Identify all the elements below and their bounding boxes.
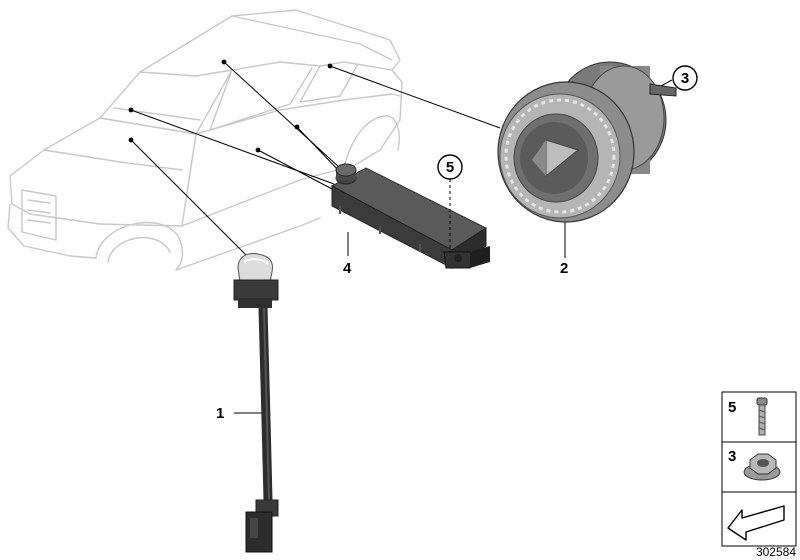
leader-line-speaker: [329, 65, 501, 129]
callout-5: 5: [437, 154, 463, 252]
legend-item-nut: 3: [728, 448, 781, 481]
legend-item-bolt: 5: [728, 397, 768, 436]
leader-lines: [130, 61, 673, 414]
svg-text:2: 2: [560, 260, 568, 277]
svg-text:5: 5: [728, 399, 736, 416]
control-module-part: [330, 163, 490, 269]
orientation-arrow-icon: [727, 505, 785, 541]
antenna-cable-part: [233, 253, 279, 553]
leader-dots: [128, 59, 333, 153]
callout-1: 1: [216, 405, 224, 422]
leader-line-b: [257, 149, 335, 191]
leader-line-a: [130, 109, 335, 185]
diagram-number: 302584: [756, 545, 796, 559]
car-outline: [7, 9, 403, 271]
callout-2: 2: [560, 260, 568, 277]
leader-line-d: [296, 126, 341, 173]
speaker-grille: [504, 98, 616, 214]
svg-text:3: 3: [728, 448, 736, 465]
nut-icon: [743, 453, 781, 481]
svg-text:5: 5: [446, 159, 454, 176]
svg-text:1: 1: [216, 405, 224, 422]
svg-text:3: 3: [681, 70, 689, 87]
leader-line-1: [130, 139, 247, 256]
speaker-part: [497, 61, 677, 223]
hardware-legend: 5 3: [721, 391, 797, 547]
svg-text:4: 4: [343, 260, 352, 277]
leader-line-c: [223, 61, 341, 169]
callout-3: 3: [672, 65, 698, 91]
callout-4: 4: [343, 260, 352, 277]
bolt-icon: [756, 397, 768, 436]
